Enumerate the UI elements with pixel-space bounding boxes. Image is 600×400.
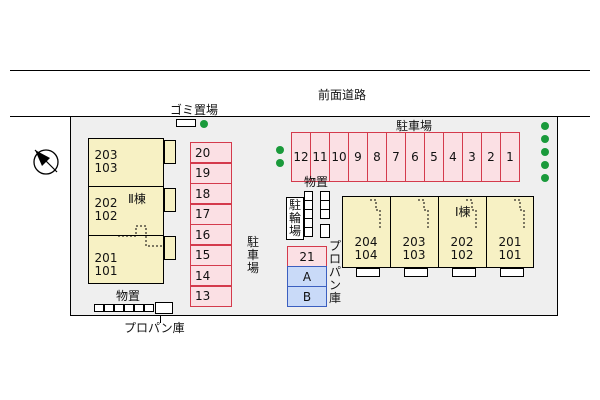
storage-unit <box>124 304 134 312</box>
parking-space: B <box>287 286 327 307</box>
stair-outline <box>514 199 525 230</box>
building-1-balcony <box>356 268 380 277</box>
building-2-label: Ⅱ棟 <box>128 192 146 206</box>
stair-outline <box>370 199 381 230</box>
parking-space: 3 <box>462 132 482 182</box>
building-1-balcony <box>452 268 476 277</box>
parking-label-char: 場 <box>246 261 259 275</box>
building-2-balcony <box>164 236 176 260</box>
propane-box-left <box>155 302 173 314</box>
tree <box>276 159 284 167</box>
unit-divider <box>390 196 391 268</box>
parking-space: 7 <box>386 132 406 182</box>
parking-label-char: 車 <box>246 248 259 262</box>
tree <box>541 148 549 156</box>
storage-unit <box>104 304 114 312</box>
parking-space: 9 <box>348 132 368 182</box>
parking-space: 2 <box>481 132 501 182</box>
building-2-balcony <box>164 188 176 212</box>
storage-unit <box>94 304 104 312</box>
stair-outline <box>418 199 429 230</box>
parking-space: 21 <box>287 246 327 267</box>
building-2 <box>88 138 164 284</box>
parking-space: 5 <box>424 132 444 182</box>
propane-label-bottom: プロパン庫 <box>124 321 185 335</box>
building-1-balcony <box>500 268 524 277</box>
parking-space: 8 <box>367 132 387 182</box>
parking-space: 15 <box>190 244 232 266</box>
parking-space: 18 <box>190 183 232 204</box>
parking-label-char: 駐 <box>246 235 259 249</box>
garbage-label: ゴミ置場 <box>170 103 219 117</box>
parking-space: 12 <box>291 132 311 182</box>
unit-divider <box>486 196 487 268</box>
stair-outline <box>118 225 164 247</box>
tree <box>541 122 549 130</box>
tree <box>541 174 549 182</box>
parking-space: 20 <box>190 142 232 163</box>
storage-unit <box>320 209 330 219</box>
unit-divider <box>88 186 164 187</box>
storage-label-left: 物置 <box>116 289 141 303</box>
parking-space: 19 <box>190 162 232 184</box>
parking-space: 6 <box>405 132 425 182</box>
parking-space: 14 <box>190 265 232 286</box>
road-label: 前面道路 <box>318 88 367 102</box>
parking-space: 13 <box>190 285 232 307</box>
propane-box-mid <box>320 224 330 238</box>
north-arrow-icon <box>33 149 59 175</box>
unit-divider <box>438 196 439 268</box>
parking-space: 10 <box>329 132 349 182</box>
garbage-box <box>176 119 196 127</box>
storage-unit <box>114 304 124 312</box>
road-edge-top <box>10 70 590 71</box>
parking-space: 16 <box>190 224 232 245</box>
bicycle-label: 駐 輪 場 <box>286 197 304 240</box>
parking-space: 4 <box>443 132 463 182</box>
building-1-balcony <box>404 268 428 277</box>
building-2-balcony <box>164 140 176 164</box>
building-1-label: Ⅰ棟 <box>455 205 471 219</box>
parking-label-top: 駐車場 <box>396 119 433 133</box>
parking-space: A <box>287 266 327 287</box>
stair-outline <box>466 199 477 230</box>
tree <box>541 161 549 169</box>
tree <box>541 135 549 143</box>
tree <box>200 120 208 128</box>
storage-unit <box>304 227 313 237</box>
tree <box>276 146 284 154</box>
parking-label-side: 駐 車 場 <box>246 236 260 275</box>
storage-unit <box>134 304 144 312</box>
parking-space: 17 <box>190 203 232 225</box>
parking-space: 1 <box>500 132 520 182</box>
storage-unit <box>144 304 154 312</box>
propane-label-vertical: プ ロ パ ン 庫 <box>328 239 341 305</box>
leader-line <box>160 316 161 323</box>
storage-label-mid: 物置 <box>304 175 329 189</box>
